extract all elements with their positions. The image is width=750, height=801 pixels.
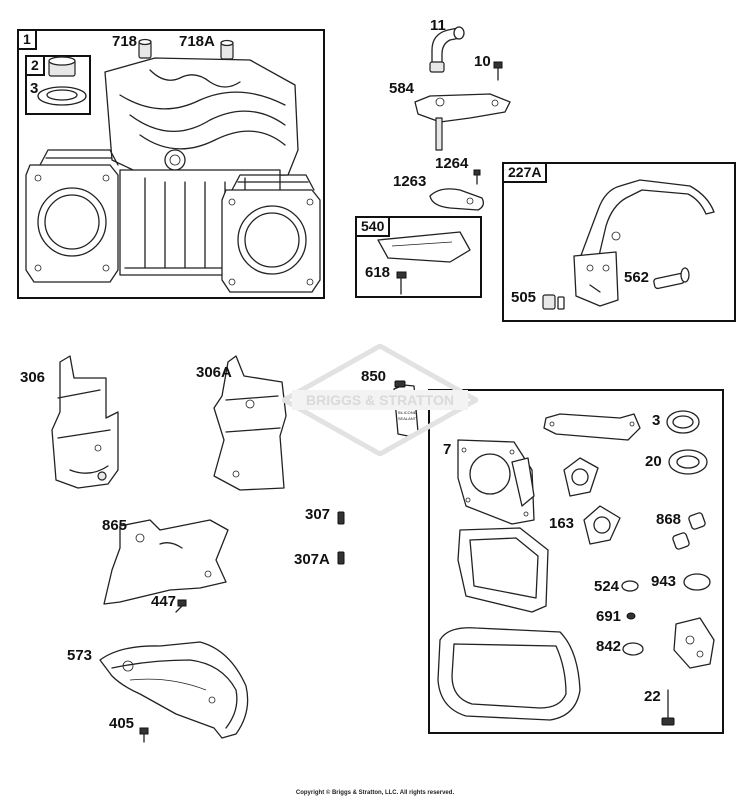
part-label-524: 524 (594, 578, 620, 595)
breather-gasket-icon (673, 617, 715, 669)
part-label-718a: 718A (179, 33, 215, 50)
brand-watermark: BRIGGS & STRATTON (282, 344, 478, 456)
bolt-22-icon (661, 689, 675, 726)
exhaust-gasket-163b-icon (583, 505, 621, 545)
part-label-3-kit: 3 (652, 412, 661, 429)
sealant-tube-line-1: SILICONE (398, 410, 417, 415)
part-label-505: 505 (511, 289, 537, 306)
baffle-865-icon (103, 519, 229, 605)
box-2-tag: 2 (27, 57, 45, 76)
seal-3-icon (37, 86, 87, 106)
oring-943-icon (683, 573, 711, 591)
part-label-1264: 1264 (435, 155, 469, 172)
oring-524-icon (621, 580, 639, 592)
screw-1264-icon (473, 169, 481, 185)
part-label-7: 7 (443, 441, 452, 458)
watermark-text: BRIGGS & STRATTON (306, 392, 454, 408)
screw-447-icon (175, 599, 187, 613)
gasket-540-icon (377, 231, 471, 263)
part-label-405: 405 (109, 715, 135, 732)
spacer-562-icon (653, 267, 690, 290)
part-label-3-box2: 3 (30, 80, 39, 97)
nut-505-icon (542, 294, 565, 310)
screw-10-icon (493, 61, 503, 81)
part-label-163: 163 (549, 515, 575, 532)
reed-1263-icon (429, 188, 484, 211)
dowel-718-icon (138, 38, 152, 59)
part-label-943: 943 (651, 573, 677, 590)
box-1-tag: 1 (19, 31, 37, 50)
part-label-718: 718 (112, 33, 138, 50)
box-1: 1 (17, 29, 325, 299)
shroud-306a-icon (213, 355, 287, 491)
air-guide-227a-icon (573, 179, 715, 307)
crankcase-gasket-icon (437, 627, 581, 721)
exhaust-gasket-top-icon (543, 413, 641, 441)
part-label-842: 842 (596, 638, 622, 655)
crankcase-icon (25, 57, 321, 293)
bushing-2-icon (48, 56, 76, 77)
part-label-584: 584 (389, 80, 415, 97)
screw-618-icon (396, 271, 407, 295)
box-227a: 227A (502, 162, 736, 322)
part-label-22: 22 (644, 688, 661, 705)
part-label-1263: 1263 (393, 173, 427, 190)
dowel-868-icon (672, 512, 706, 550)
part-label-868: 868 (656, 511, 682, 528)
box-227a-tag: 227A (504, 164, 548, 183)
box-540: 540 (355, 216, 482, 298)
blower-housing-573-icon (99, 641, 249, 739)
part-label-306: 306 (20, 369, 46, 386)
part-label-307a: 307A (294, 551, 330, 568)
part-label-573: 573 (67, 647, 93, 664)
breather-plate-584-icon (414, 93, 511, 151)
part-label-306a: 306A (196, 364, 232, 381)
seal-3-kit-icon (666, 410, 700, 434)
screw-307-icon (337, 511, 345, 525)
part-label-865: 865 (102, 517, 128, 534)
part-label-10: 10 (474, 53, 491, 70)
part-label-307: 307 (305, 506, 331, 523)
seal-20-icon (668, 449, 708, 475)
copyright-notice: Copyright © Briggs & Stratton, LLC. All … (295, 790, 455, 796)
part-label-618: 618 (365, 264, 391, 281)
part-label-20: 20 (645, 453, 662, 470)
part-label-562: 562 (624, 269, 650, 286)
screw-405-icon (139, 727, 149, 743)
part-label-11: 11 (430, 17, 446, 34)
part-label-850: 850 (361, 368, 387, 385)
oring-691-icon (626, 612, 636, 620)
oring-842-icon (622, 642, 644, 656)
valve-cover-gasket-icon (457, 527, 549, 613)
sealant-tube-line-2: SEALANT (398, 416, 417, 421)
part-label-691: 691 (596, 608, 622, 625)
part-label-447: 447 (151, 593, 177, 610)
dowel-718a-icon (220, 39, 234, 60)
elbow-tube-11-icon (429, 26, 465, 73)
screw-307a-icon (337, 551, 345, 565)
box-540-tag: 540 (357, 218, 391, 237)
head-gasket-7-icon (457, 439, 535, 525)
shroud-306-icon (51, 355, 119, 489)
exhaust-gasket-163a-icon (563, 457, 599, 497)
box-2: 2 (25, 55, 91, 115)
